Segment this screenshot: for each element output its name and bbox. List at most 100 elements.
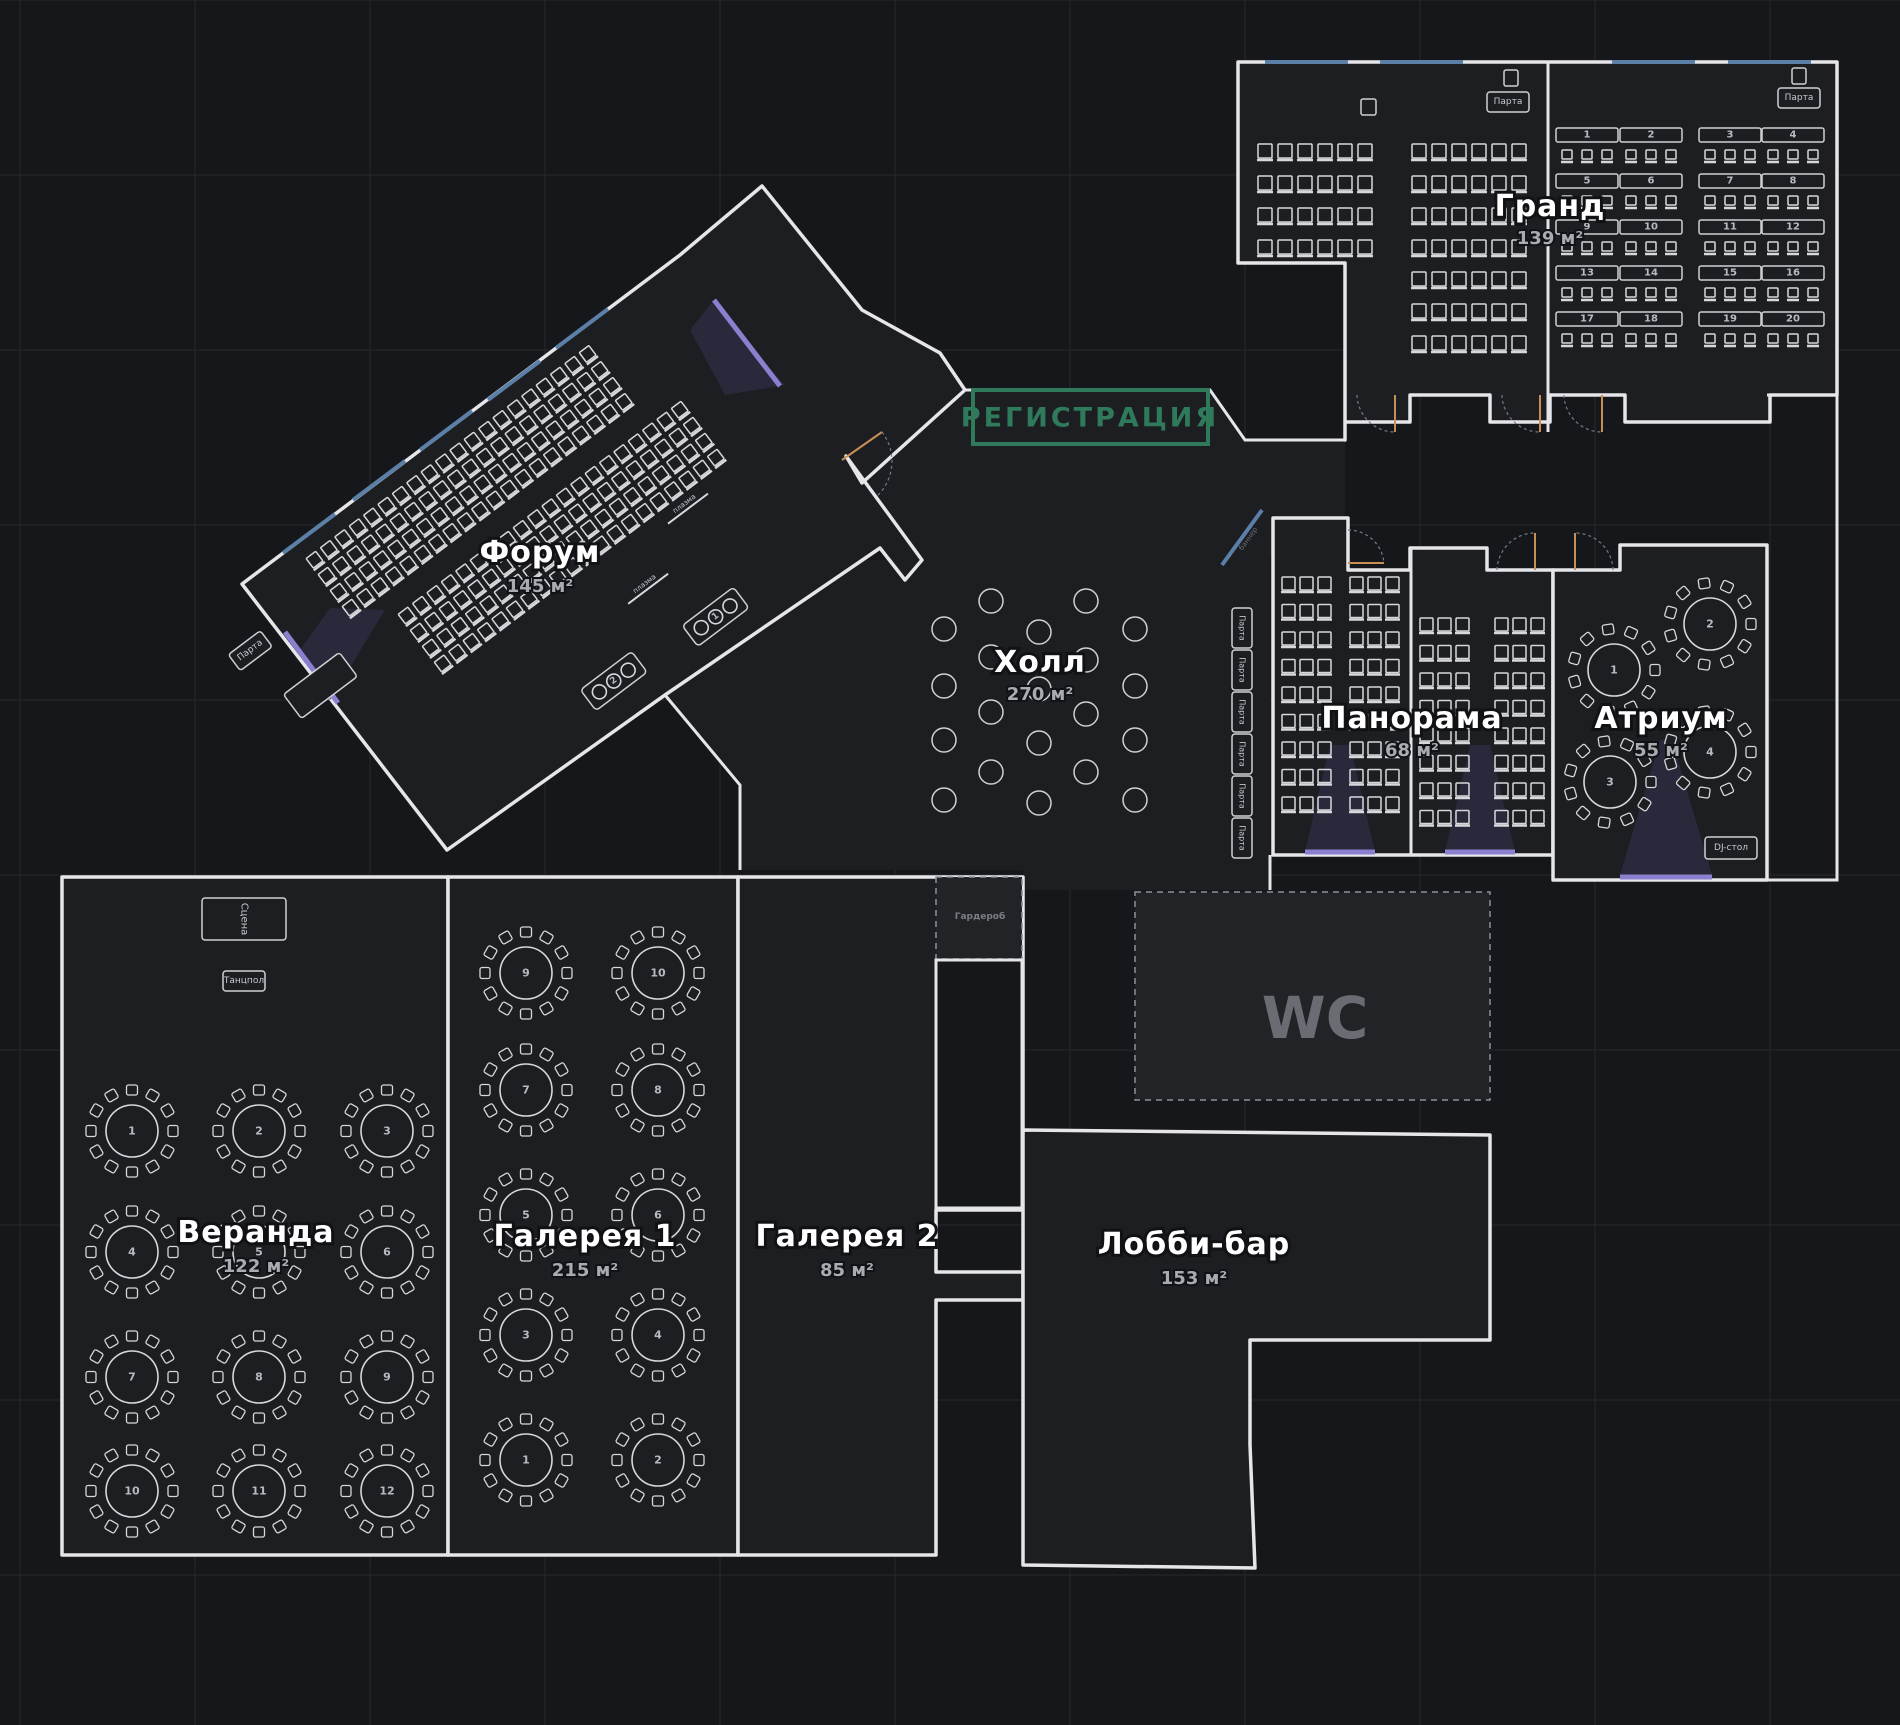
seat-back	[425, 501, 439, 512]
seat	[1367, 713, 1382, 729]
seat	[1494, 617, 1509, 632]
grand-desk-2[interactable]	[1777, 87, 1821, 109]
seat	[1257, 207, 1273, 223]
seat	[360, 534, 379, 552]
chair	[671, 1417, 686, 1432]
seat	[1625, 195, 1637, 206]
table-number: 3	[383, 1125, 391, 1138]
grand-podium-2	[1503, 69, 1519, 87]
chair	[252, 1205, 266, 1217]
dancefloor[interactable]	[222, 970, 266, 992]
registration-desk[interactable]	[971, 388, 1210, 446]
seat	[1367, 768, 1382, 784]
seat-back	[497, 446, 511, 458]
chair	[630, 1118, 645, 1133]
seat	[418, 491, 436, 509]
seat	[1787, 149, 1799, 160]
chair	[380, 1084, 394, 1096]
dj-table[interactable]	[1704, 836, 1758, 860]
seat	[1511, 303, 1527, 319]
seat-back	[589, 502, 603, 514]
chair	[125, 1287, 139, 1299]
hall-floor[interactable]	[665, 353, 1345, 1130]
stage[interactable]	[201, 897, 287, 941]
seat	[1277, 143, 1293, 159]
seat	[1317, 713, 1332, 729]
room-forum[interactable]	[240, 184, 967, 852]
chair	[539, 1417, 554, 1432]
chair	[651, 926, 665, 938]
seat-back	[431, 621, 445, 633]
chair	[615, 1307, 630, 1322]
chair	[1697, 705, 1711, 718]
table-number: 3	[522, 1329, 530, 1342]
table-top	[499, 1188, 553, 1242]
lobbybar-area: 153 м²	[1161, 1268, 1227, 1289]
seat	[478, 420, 496, 439]
wc-area[interactable]	[1134, 891, 1491, 1101]
room-panorama[interactable]	[1271, 516, 1555, 857]
doors[interactable]	[841, 394, 1614, 571]
table-top	[631, 1188, 685, 1242]
seat	[1385, 741, 1400, 756]
chair	[287, 1390, 302, 1405]
table-top	[1583, 755, 1637, 809]
seat	[1601, 287, 1613, 298]
seat	[614, 393, 633, 411]
seat	[1494, 644, 1509, 660]
chair	[287, 1504, 302, 1519]
chair	[272, 1448, 287, 1463]
chair	[145, 1209, 160, 1224]
seat	[1511, 271, 1527, 287]
chair	[89, 1349, 104, 1364]
seat	[1561, 287, 1573, 298]
seat	[401, 528, 420, 547]
chair	[1575, 743, 1591, 759]
seat-back	[671, 491, 684, 502]
grand-desk-1[interactable]	[1486, 91, 1530, 113]
seat-back	[544, 561, 557, 573]
seat-back	[449, 532, 463, 544]
seat	[438, 601, 457, 619]
seat	[1512, 754, 1527, 770]
seat	[539, 525, 557, 543]
chair	[483, 1348, 498, 1363]
chair	[252, 1526, 266, 1538]
seat-back	[583, 381, 597, 393]
seat	[479, 595, 497, 613]
seat	[1437, 699, 1452, 715]
seat	[1299, 741, 1314, 756]
seat	[1767, 241, 1779, 252]
room-lobbybar[interactable]	[1021, 1128, 1492, 1570]
chair	[1623, 700, 1639, 715]
seat	[461, 458, 480, 477]
seat	[1297, 207, 1313, 223]
seat-back	[485, 430, 499, 442]
seat	[455, 563, 473, 581]
chair	[498, 1363, 513, 1378]
chair	[287, 1224, 302, 1239]
chair	[380, 1444, 394, 1456]
seat	[1437, 644, 1452, 660]
gallery1-area: 215 м²	[552, 1260, 618, 1281]
chair	[89, 1224, 104, 1239]
chair	[671, 930, 686, 945]
seat-back	[532, 545, 545, 557]
seat-back	[492, 500, 506, 511]
chair	[1719, 707, 1735, 722]
seat	[536, 552, 555, 570]
seat	[668, 427, 687, 446]
seat	[372, 550, 391, 568]
seat-back	[312, 560, 326, 572]
seat	[477, 622, 495, 640]
desk-number: 12	[1786, 222, 1800, 233]
chair	[160, 1349, 175, 1364]
seat	[602, 377, 621, 395]
seat	[1561, 195, 1573, 206]
table-top	[232, 1350, 286, 1404]
seat-back	[408, 538, 422, 550]
seat	[1431, 271, 1447, 287]
seat-back	[353, 555, 367, 566]
